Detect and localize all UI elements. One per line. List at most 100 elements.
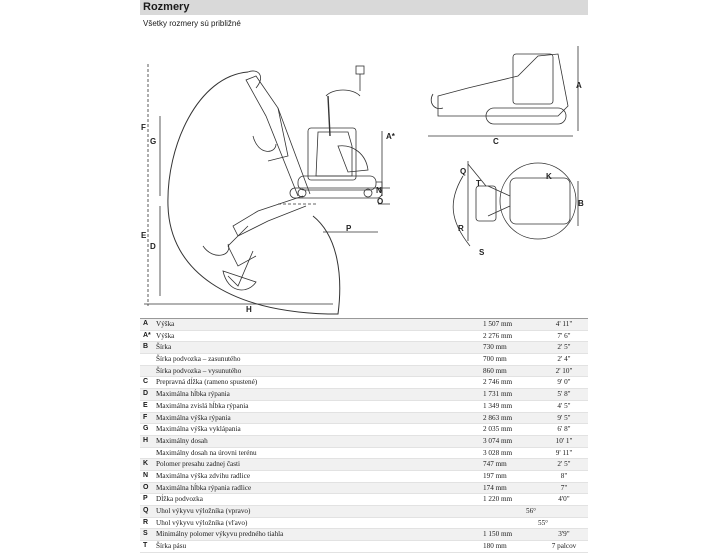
row-code: O bbox=[143, 483, 149, 491]
table-row: B Šírka 730 mm 2' 5" bbox=[140, 342, 588, 355]
row-description: Maximálna zvislá hĺbka rýpania bbox=[156, 401, 249, 410]
row-metric-value: 2 746 mm bbox=[483, 378, 513, 387]
row-metric-value: 3 074 mm bbox=[483, 436, 513, 445]
row-description: Maximálna hĺbka rýpania radlice bbox=[156, 483, 252, 492]
row-description: Šírka bbox=[156, 343, 172, 352]
label-F: F bbox=[141, 123, 146, 132]
table-row: S Minimálny polomer výkyvu predného tiahl… bbox=[140, 529, 588, 542]
row-description: Šírka podvozka – zasunutého bbox=[156, 355, 241, 364]
specifications-table: A Výška 1 507 mm 4' 11"A* Výška 2 276 mm 7' 6"… bbox=[140, 319, 588, 553]
row-imperial-value: 3'9" bbox=[558, 530, 570, 539]
row-imperial-value: 4' 5" bbox=[557, 401, 571, 410]
row-imperial-value: 10' 1" bbox=[555, 436, 573, 445]
label-A-star: A* bbox=[386, 132, 396, 141]
row-description: Prepravná dĺžka (rameno spustené) bbox=[156, 378, 258, 387]
table-row: A Výška 1 507 mm 4' 11" bbox=[140, 319, 588, 331]
table-row: Šírka podvozka – zasunutého 700 mm 2' 4" bbox=[140, 354, 588, 366]
label-T: T bbox=[476, 179, 481, 188]
row-imperial-value: 2' 10" bbox=[555, 366, 573, 375]
row-code: B bbox=[143, 343, 149, 351]
row-description: Polomer presahu zadnej časti bbox=[156, 460, 241, 469]
row-code: G bbox=[143, 425, 149, 433]
row-code: D bbox=[143, 390, 149, 398]
row-imperial-value: 4' 11" bbox=[555, 320, 573, 328]
row-code: T bbox=[143, 542, 148, 550]
row-metric-value: 180 mm bbox=[483, 542, 507, 551]
row-imperial-value: 7' 6" bbox=[557, 331, 571, 340]
row-description: Výška bbox=[156, 320, 175, 328]
section-title: Rozmery bbox=[143, 1, 190, 13]
row-imperial-value: 2' 5" bbox=[557, 343, 571, 352]
row-code: Q bbox=[143, 507, 149, 514]
row-description: Šírka podvozka – vysunutého bbox=[156, 366, 242, 375]
row-code: S bbox=[143, 530, 148, 538]
row-code: K bbox=[143, 460, 149, 468]
row-metric-value: 2 863 mm bbox=[483, 413, 513, 422]
row-imperial-value: 4'0" bbox=[558, 495, 570, 504]
row-code: P bbox=[143, 495, 148, 503]
row-metric-value: 700 mm bbox=[483, 355, 507, 364]
row-imperial-value: 2' 4" bbox=[557, 355, 571, 364]
row-description: Maximálny dosah na úrovni terénu bbox=[156, 448, 257, 457]
row-imperial-value: 7 palcov bbox=[551, 542, 577, 551]
row-description: Uhol výkyvu výložníka (vľavo) bbox=[156, 518, 248, 527]
row-imperial-value: 7" bbox=[560, 483, 568, 492]
label-O: O bbox=[377, 197, 383, 206]
row-metric-value: 174 mm bbox=[483, 483, 507, 492]
row-code: N bbox=[143, 471, 149, 479]
table-top-rule bbox=[140, 318, 588, 319]
row-metric-value: 1 220 mm bbox=[483, 495, 513, 504]
subtitle: Všetky rozmery sú približné bbox=[143, 19, 241, 28]
label-G: G bbox=[150, 137, 156, 146]
row-imperial-value: 6' 8" bbox=[557, 425, 571, 434]
row-angle: 55° bbox=[537, 518, 549, 527]
row-description: Maximálna výška rýpania bbox=[156, 413, 231, 422]
row-metric-value: 1 507 mm bbox=[483, 320, 513, 328]
label-C: C bbox=[493, 137, 499, 146]
dimension-drawing: F G E D H A* N O P A C Q T K B R S bbox=[141, 46, 584, 315]
row-description: Minimálny polomer výkyvu predného tiahla bbox=[156, 530, 284, 539]
table-row: N Maximálna výška zdvihu radlice 197 mm 8" bbox=[140, 471, 588, 483]
label-A: A bbox=[576, 81, 582, 90]
row-imperial-value: 9' 11" bbox=[555, 448, 573, 457]
row-metric-value: 2 276 mm bbox=[483, 331, 513, 340]
row-imperial-value: 2' 5" bbox=[557, 460, 571, 469]
row-code: C bbox=[143, 378, 149, 386]
label-S: S bbox=[479, 248, 485, 257]
row-angle: 56° bbox=[525, 507, 537, 515]
label-Q: Q bbox=[460, 167, 466, 176]
section-header-bar bbox=[140, 0, 588, 15]
row-description: Maximálna výška zdvihu radlice bbox=[156, 471, 251, 480]
row-code: H bbox=[143, 436, 149, 444]
row-code: A bbox=[143, 320, 149, 327]
row-code: A* bbox=[143, 331, 151, 339]
label-N: N bbox=[376, 186, 382, 195]
row-description: Maximálny dosah bbox=[156, 436, 208, 445]
label-E: E bbox=[141, 231, 147, 240]
table-row: O Maximálna hĺbka rýpania radlice 174 mm 7" bbox=[140, 482, 588, 495]
row-metric-value: 2 035 mm bbox=[483, 425, 513, 434]
row-imperial-value: 8" bbox=[560, 471, 568, 480]
row-metric-value: 860 mm bbox=[483, 366, 507, 375]
row-metric-value: 197 mm bbox=[483, 471, 507, 480]
table-row: C Prepravná dĺžka (rameno spustené) 2 746 … bbox=[140, 377, 588, 390]
table-row: H Maximálny dosah 3 074 mm 10' 1" bbox=[140, 435, 588, 448]
label-K: K bbox=[546, 172, 552, 181]
row-imperial-value: 9' 0" bbox=[557, 378, 571, 387]
row-code: F bbox=[143, 413, 148, 421]
label-D: D bbox=[150, 242, 156, 251]
row-description: Uhol výkyvu výložníka (vpravo) bbox=[156, 507, 251, 515]
row-metric-value: 3 028 mm bbox=[483, 448, 513, 457]
row-metric-value: 730 mm bbox=[483, 343, 507, 352]
row-metric-value: 747 mm bbox=[483, 460, 507, 469]
label-H: H bbox=[246, 305, 252, 314]
row-metric-value: 1 150 mm bbox=[483, 530, 513, 539]
table-row: Maximálny dosah na úrovni terénu 3 028 mm… bbox=[140, 448, 588, 460]
